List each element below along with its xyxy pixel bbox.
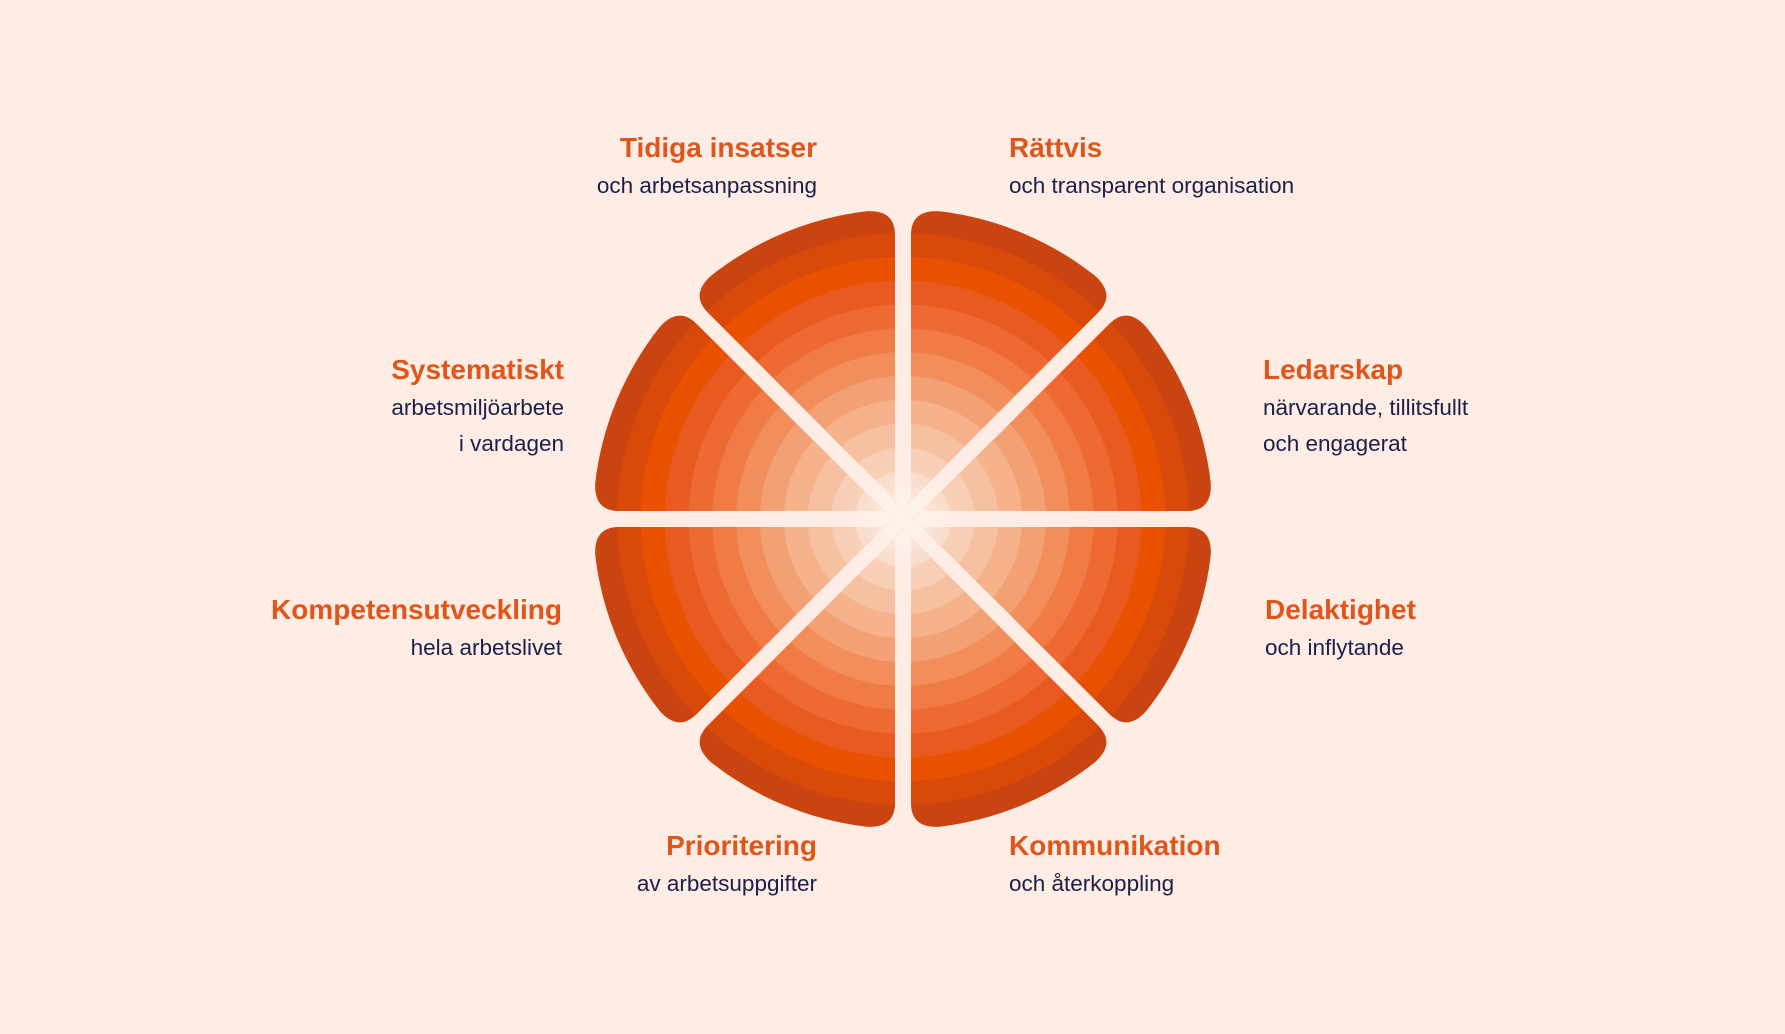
label-kommunikation: Kommunikation och återkoppling — [1009, 828, 1221, 902]
label-ledarskap: Ledarskap närvarande, tillitsfullt och e… — [1263, 352, 1468, 462]
label-systematiskt-line-2: i vardagen — [458, 431, 564, 456]
label-ledarskap-line-2: och engagerat — [1263, 431, 1407, 456]
label-prioritering-line-1: av arbetsuppgifter — [636, 871, 817, 896]
label-systematiskt: Systematiskt arbetsmiljöarbete i vardage… — [391, 352, 564, 462]
label-prioritering: Prioritering av arbetsuppgifter — [637, 828, 817, 902]
label-ledarskap-title: Ledarskap — [1263, 354, 1404, 385]
wheel-center-glow — [875, 491, 931, 547]
label-rattvis-line-1: och transparent organisation — [1009, 173, 1295, 198]
label-systematiskt-title: Systematiskt — [391, 354, 564, 385]
label-delaktighet-line-1: och inflytande — [1265, 635, 1404, 660]
label-kompetensutveckling-line-1: hela arbetslivet — [410, 635, 562, 660]
label-kommunikation-title: Kommunikation — [1009, 830, 1221, 861]
label-tidiga-insatser-line-1: och arbetsanpassning — [596, 173, 817, 198]
label-kompetensutveckling: Kompetensutveckling hela arbetslivet — [271, 592, 562, 666]
label-rattvis-title: Rättvis — [1009, 132, 1103, 163]
label-tidiga-insatser-title: Tidiga insatser — [619, 132, 817, 163]
label-delaktighet: Delaktighet och inflytande — [1265, 592, 1416, 666]
label-kompetensutveckling-title: Kompetensutveckling — [271, 594, 562, 625]
label-delaktighet-title: Delaktighet — [1265, 594, 1416, 625]
label-rattvis: Rättvis och transparent organisation — [1009, 130, 1294, 204]
label-ledarskap-line-1: närvarande, tillitsfullt — [1263, 395, 1469, 420]
label-prioritering-title: Prioritering — [666, 830, 817, 861]
label-kommunikation-line-1: och återkoppling — [1009, 871, 1175, 896]
label-tidiga-insatser: Tidiga insatser och arbetsanpassning — [597, 130, 817, 204]
label-systematiskt-line-1: arbetsmiljöarbete — [391, 395, 564, 420]
